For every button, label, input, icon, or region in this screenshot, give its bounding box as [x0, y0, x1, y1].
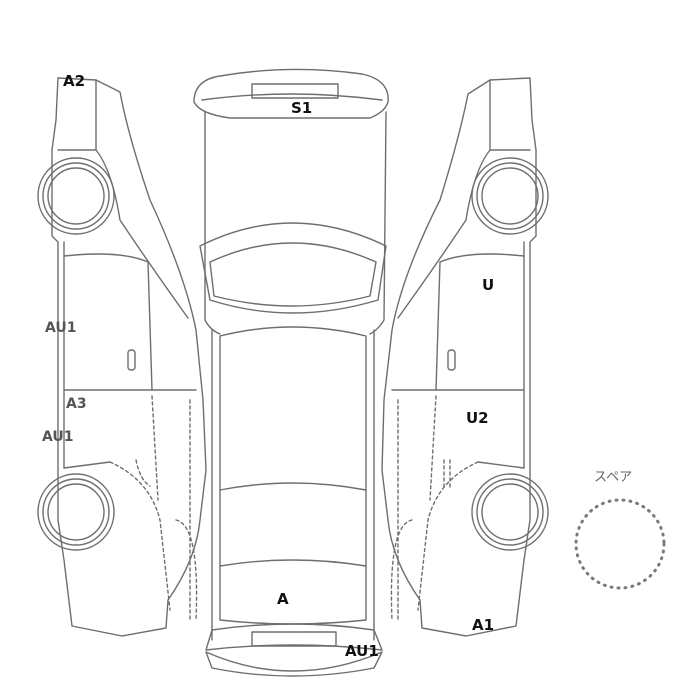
left-front-wheel	[37, 157, 115, 235]
label-a: A	[277, 590, 289, 608]
label-a2: A2	[63, 72, 86, 90]
left-side-view	[37, 77, 207, 637]
top-view	[193, 68, 389, 677]
label-au1-left-upper: AU1	[45, 320, 77, 336]
spare-tire-icon	[574, 498, 666, 590]
left-rear-wheel	[37, 473, 115, 551]
label-a3: A3	[66, 396, 87, 412]
label-au1-rear: AU1	[345, 642, 379, 660]
label-u: U	[482, 276, 495, 294]
label-s1: S1	[291, 99, 313, 117]
spare-label: スペア	[594, 470, 633, 485]
label-u2: U2	[466, 409, 489, 427]
label-a1: A1	[472, 616, 495, 634]
right-rear-wheel	[471, 473, 549, 551]
right-side-view	[381, 77, 549, 637]
right-front-wheel	[471, 157, 549, 235]
label-au1-left-lower: AU1	[42, 429, 74, 445]
